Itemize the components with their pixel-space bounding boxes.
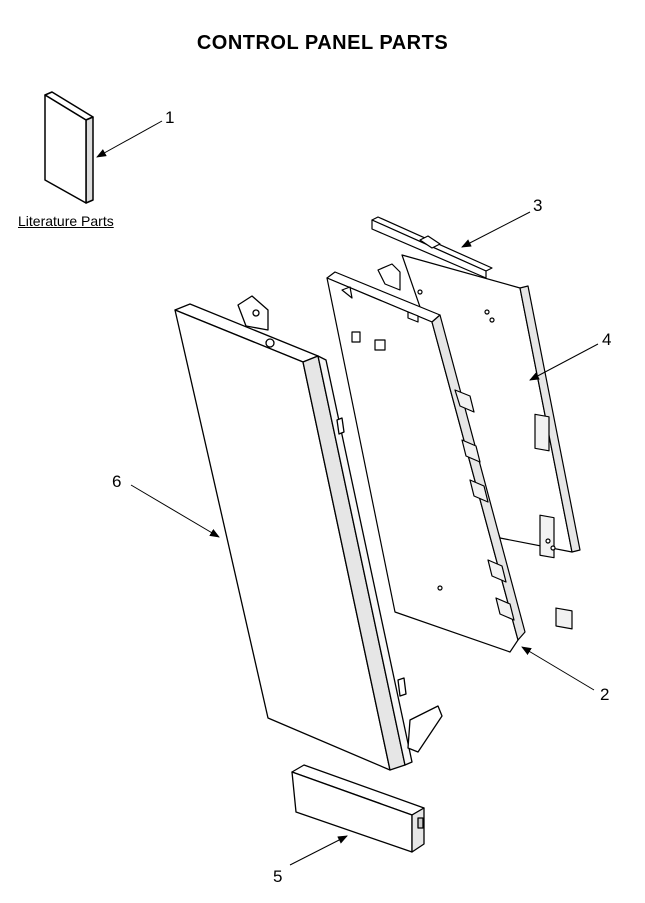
part-6-front-panel[interactable] — [174, 295, 443, 771]
callout-6[interactable]: 6 — [112, 472, 122, 491]
part-2-inner-frame[interactable] — [326, 263, 526, 653]
leader-lines — [96, 120, 599, 866]
callout-5[interactable]: 5 — [273, 867, 283, 886]
callout-4[interactable]: 4 — [602, 330, 612, 349]
page-title: CONTROL PANEL PARTS — [196, 32, 449, 54]
callout-2[interactable]: 2 — [600, 685, 610, 704]
callout-1[interactable]: 1 — [165, 108, 175, 127]
literature-booklet[interactable] — [44, 91, 94, 204]
part-3-bracket[interactable] — [371, 216, 493, 279]
callout-3[interactable]: 3 — [533, 196, 543, 215]
part-5-trim-piece[interactable] — [291, 764, 425, 853]
part-4-control-board[interactable] — [401, 254, 581, 630]
literature-parts-label[interactable]: Literature Parts — [18, 213, 114, 229]
